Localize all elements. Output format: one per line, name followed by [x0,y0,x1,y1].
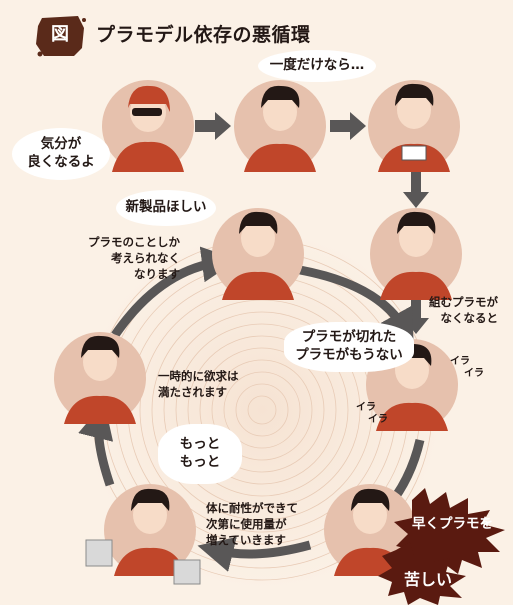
kit-bag-icon-right [173,559,201,585]
figure-hesitant [234,80,326,172]
note-gone: 組むプラモがなくなると [429,295,498,326]
bubble-feel-good: 気分が良くなるよ [12,128,110,180]
figure-more-kits [85,484,201,585]
figure-arms-up [370,208,462,300]
arc-upper-right [299,265,414,346]
iraira-lower-1: イラ [356,402,376,413]
figure-dealer [102,80,194,172]
burst-painful [378,542,466,605]
note-obsessed: プラモのことしか考えられなくなります [88,235,180,282]
sunglasses-icon [132,108,162,116]
note-tolerance: 体に耐性ができて次第に使用量が増えていきます [206,501,298,548]
distress-bursts [378,488,505,605]
iraira-upper-1: イラ [450,356,470,367]
figure-obsessed [212,208,304,300]
figure-badge-label: 図 [51,24,69,45]
arrow-right-1 [195,112,231,140]
kit-bag-icon-left [85,539,113,567]
arrow-right-2 [330,112,366,140]
arc-upper-left [111,246,238,338]
bubble-just-once: 一度だけなら… [258,50,376,82]
figure-satisfied [54,332,146,424]
bubble-want-new: 新製品ほしい [116,190,216,226]
iraira-upper-2: イラ [464,368,484,379]
arrow-down-1 [403,170,429,208]
character-circles [54,80,462,585]
bubble-more: もっともっと [158,424,242,484]
figure-holding-box [368,80,460,172]
note-satisfied: 一時的に欲求は満たされます [158,369,239,400]
kit-box-icon [401,145,427,161]
burst-label-painful: 苦しい [404,570,453,589]
bubble-ran-out: プラモが切れたプラモがもうない [284,322,414,372]
figure-badge-splat-icon [36,16,86,57]
iraira-lower-2: イラ [368,414,388,425]
diagram-title: プラモデル依存の悪循環 [96,24,311,46]
arc-bottom [197,536,312,572]
burst-label-hurry: 早くプラモを [412,516,493,532]
